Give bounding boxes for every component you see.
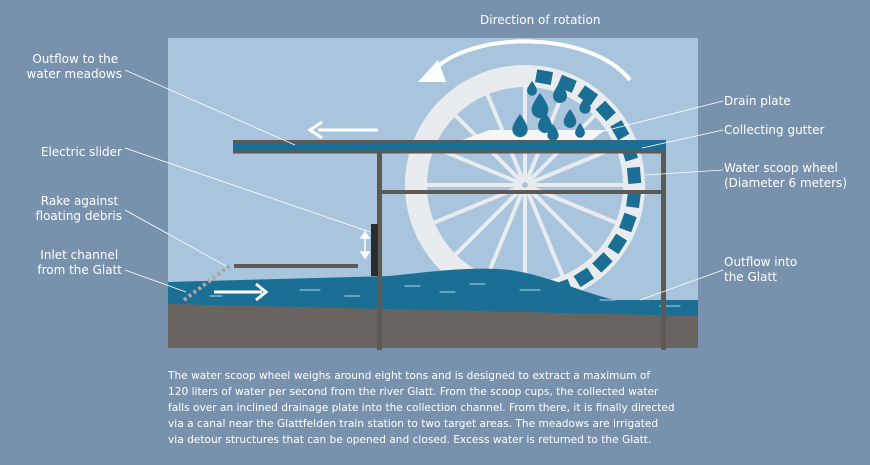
outflow-glatt-label: Outflow into the Glatt [724, 255, 801, 284]
caption-line: 120 liters of water per second from the … [168, 386, 659, 398]
collecting-gutter [233, 140, 666, 152]
caption-text: The water scoop wheel weighs around eigh… [168, 368, 708, 448]
water-droplet [512, 114, 528, 138]
scoop-cup [607, 233, 628, 255]
scoop-cup [535, 69, 554, 85]
water-droplet [575, 123, 585, 138]
water-droplets [512, 81, 591, 141]
rake-label: Rake against floating debris [36, 194, 122, 223]
scoop-cup [626, 166, 642, 184]
electric-slider-label: Electric slider [41, 145, 122, 159]
water-droplet [531, 93, 549, 119]
inflow-arrow-icon [214, 282, 269, 302]
electric-slider [371, 224, 378, 276]
water-droplet [538, 112, 552, 133]
direction-of-rotation-label: Direction of rotation [480, 13, 600, 27]
water-scoop-wheel [405, 65, 645, 305]
caption-line: via a canal near the Glattfelden train s… [168, 418, 659, 430]
caption-line: falls over an inclined drainage plate in… [168, 402, 675, 414]
scoop-cup [595, 100, 616, 122]
river-water [168, 268, 698, 316]
water-droplet [527, 81, 537, 96]
drain-plate-label: Drain plate [724, 94, 791, 108]
scoop-cup [577, 85, 599, 106]
inlet-channel-label: Inlet channel from the Glatt [37, 248, 122, 277]
water-droplet [563, 109, 577, 128]
water-droplet [553, 82, 567, 103]
scoop-wheel-label: Water scoop wheel (Diameter 6 meters) [724, 161, 847, 190]
wheel-spoke [523, 183, 598, 258]
water-droplet [547, 124, 559, 141]
inlet-channel-wall [234, 264, 358, 268]
wheel-spoke [484, 184, 527, 279]
scoop-cup [619, 212, 637, 233]
collecting-gutter-label: Collecting gutter [724, 123, 824, 137]
outflow-arrow-icon [307, 120, 378, 140]
scoop-cup [592, 252, 613, 273]
outflow-meadows-label: Outflow to the water meadows [27, 52, 122, 81]
scoop-cup [626, 190, 642, 209]
caption-line: via detour structures that can be opened… [168, 434, 652, 446]
rotation-arrow-icon [418, 39, 632, 82]
leader-lines [124, 69, 724, 301]
caption-line: The water scoop wheel weighs around eigh… [168, 370, 651, 382]
river-bed [168, 304, 698, 348]
rake-against-debris [182, 262, 234, 302]
drain-plate [462, 130, 605, 140]
scoop-cup [573, 267, 595, 288]
wheel-spoke [523, 184, 566, 279]
slider-updown-arrow-icon [359, 230, 371, 260]
scoop-cup [610, 120, 630, 141]
wheel-spoke [452, 183, 527, 258]
water-droplet [579, 97, 591, 114]
